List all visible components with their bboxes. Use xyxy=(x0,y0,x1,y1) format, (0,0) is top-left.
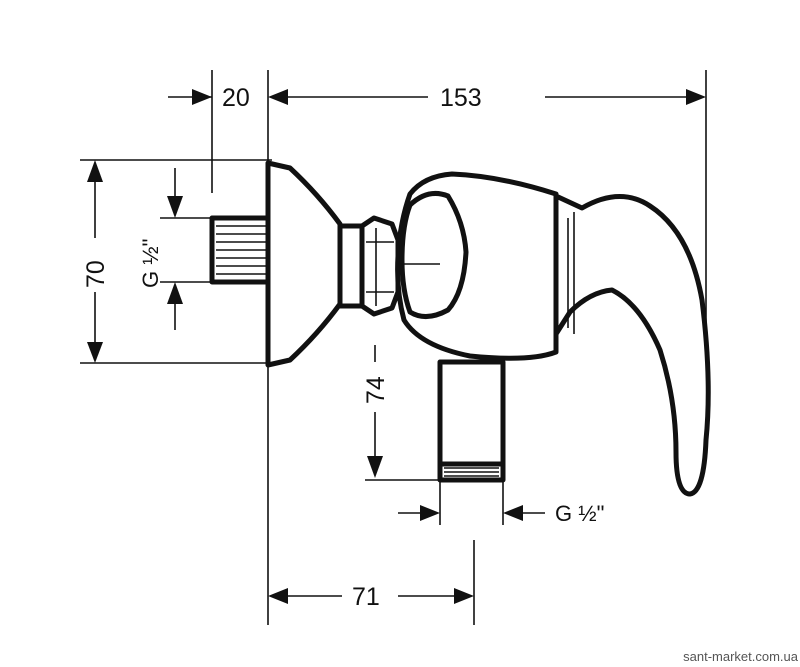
dim-left-70: 70 xyxy=(82,160,110,363)
dim-label-inlet-thread: G ½" xyxy=(138,239,163,288)
valve-cap xyxy=(399,191,469,319)
wall-flange xyxy=(265,160,343,368)
lever-handle xyxy=(553,193,711,497)
dim-label-74: 74 xyxy=(362,376,390,404)
hex-nut xyxy=(359,215,401,317)
dim-top-20: 20 xyxy=(168,84,288,112)
watermark: sant-market.com.ua xyxy=(683,649,799,664)
connector-tube xyxy=(337,223,365,309)
extension-lines xyxy=(80,70,707,625)
dim-inlet-thread: G ½" xyxy=(138,168,212,330)
dim-outlet-thread: G ½" xyxy=(398,501,604,526)
inlet-thread-lines xyxy=(216,225,266,275)
dim-label-70: 70 xyxy=(82,260,110,288)
dim-label-outlet-thread: G ½" xyxy=(555,501,604,526)
dim-outlet-74: 74 xyxy=(362,345,390,478)
dim-bottom-71: 71 xyxy=(268,583,474,611)
dim-label-153: 153 xyxy=(440,84,482,112)
dim-top-153: 153 xyxy=(288,84,706,112)
mixer-body xyxy=(209,160,711,497)
dim-label-20: 20 xyxy=(222,84,250,112)
outlet-spout xyxy=(437,359,506,467)
dim-label-71: 71 xyxy=(352,583,380,611)
